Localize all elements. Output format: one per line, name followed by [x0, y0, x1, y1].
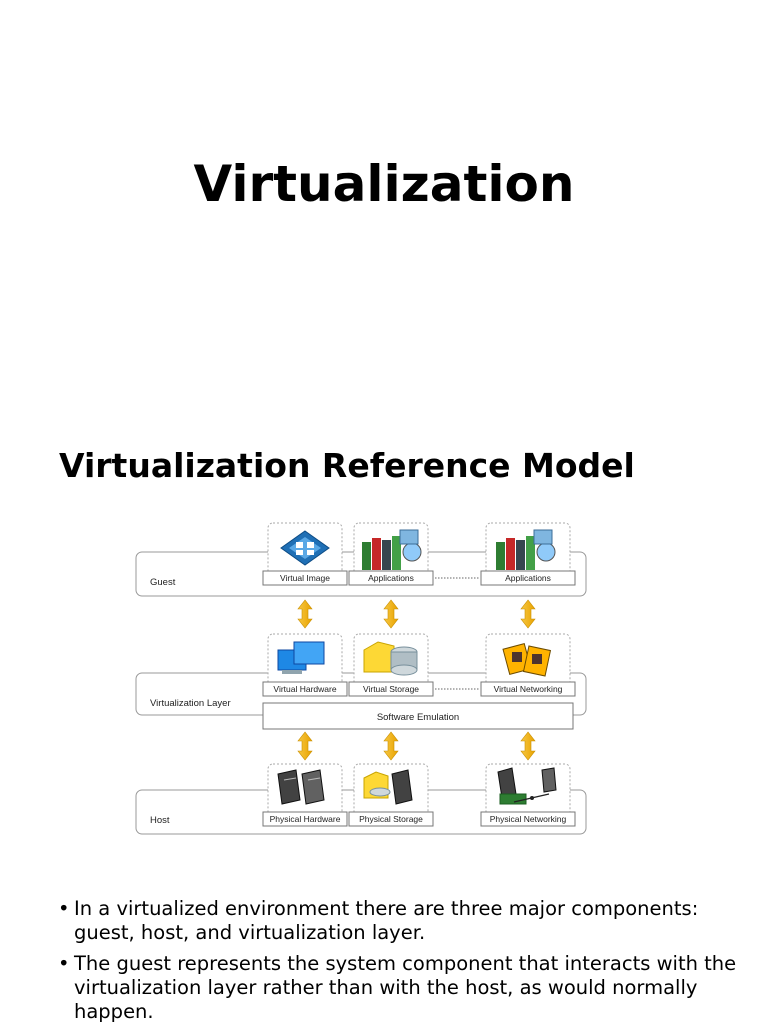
- applications-icon: [362, 529, 422, 570]
- slide-title: Virtualization: [193, 155, 575, 213]
- guest-layer: Guest Virtual Image Applications: [135, 522, 587, 597]
- virtual-storage-icon: [363, 641, 418, 676]
- reference-model-diagram: Guest Virtual Image Applications: [130, 518, 600, 843]
- applications-icon: [496, 529, 556, 570]
- physical-hardware-icon: [277, 769, 325, 805]
- guest-component-label: Applications: [505, 573, 551, 583]
- virtual-image-icon: [280, 530, 330, 566]
- guest-component-label: Applications: [368, 573, 414, 583]
- bullet-item: The guest represents the system componen…: [58, 952, 748, 1024]
- section-heading: Virtualization Reference Model: [59, 446, 635, 485]
- virtualization-component-label: Virtual Storage: [363, 684, 419, 694]
- virtual-hardware-icon: [277, 641, 325, 674]
- double-arrow-icon: [383, 731, 399, 761]
- double-arrow-icon: [520, 731, 536, 761]
- host-component-label: Physical Storage: [359, 814, 423, 824]
- host-layer-label: Host: [150, 815, 170, 826]
- software-emulation-label: Software Emulation: [377, 712, 459, 723]
- double-arrow-icon: [383, 599, 399, 629]
- double-arrow-icon: [297, 599, 313, 629]
- guest-component-label: Virtual Image: [280, 573, 330, 583]
- virtual-networking-icon: [502, 642, 552, 677]
- virtualization-component-label: Virtual Hardware: [273, 684, 336, 694]
- virtualization-layer-label: Virtualization Layer: [150, 698, 231, 709]
- physical-storage-icon: [363, 769, 413, 805]
- host-component-label: Physical Hardware: [270, 814, 341, 824]
- host-layer: Host Physical Hardware Physical Storage …: [135, 763, 587, 835]
- bullet-item: In a virtualized environment there are t…: [58, 897, 748, 945]
- guest-layer-label: Guest: [150, 577, 176, 588]
- physical-networking-icon: [497, 767, 557, 805]
- double-arrow-icon: [520, 599, 536, 629]
- bullet-list: In a virtualized environment there are t…: [58, 897, 748, 1031]
- double-arrow-icon: [297, 731, 313, 761]
- host-component-label: Physical Networking: [490, 814, 567, 824]
- virtualization-layer: Virtualization Layer Virtual Hardware Vi…: [135, 633, 587, 730]
- virtualization-component-label: Virtual Networking: [494, 684, 563, 694]
